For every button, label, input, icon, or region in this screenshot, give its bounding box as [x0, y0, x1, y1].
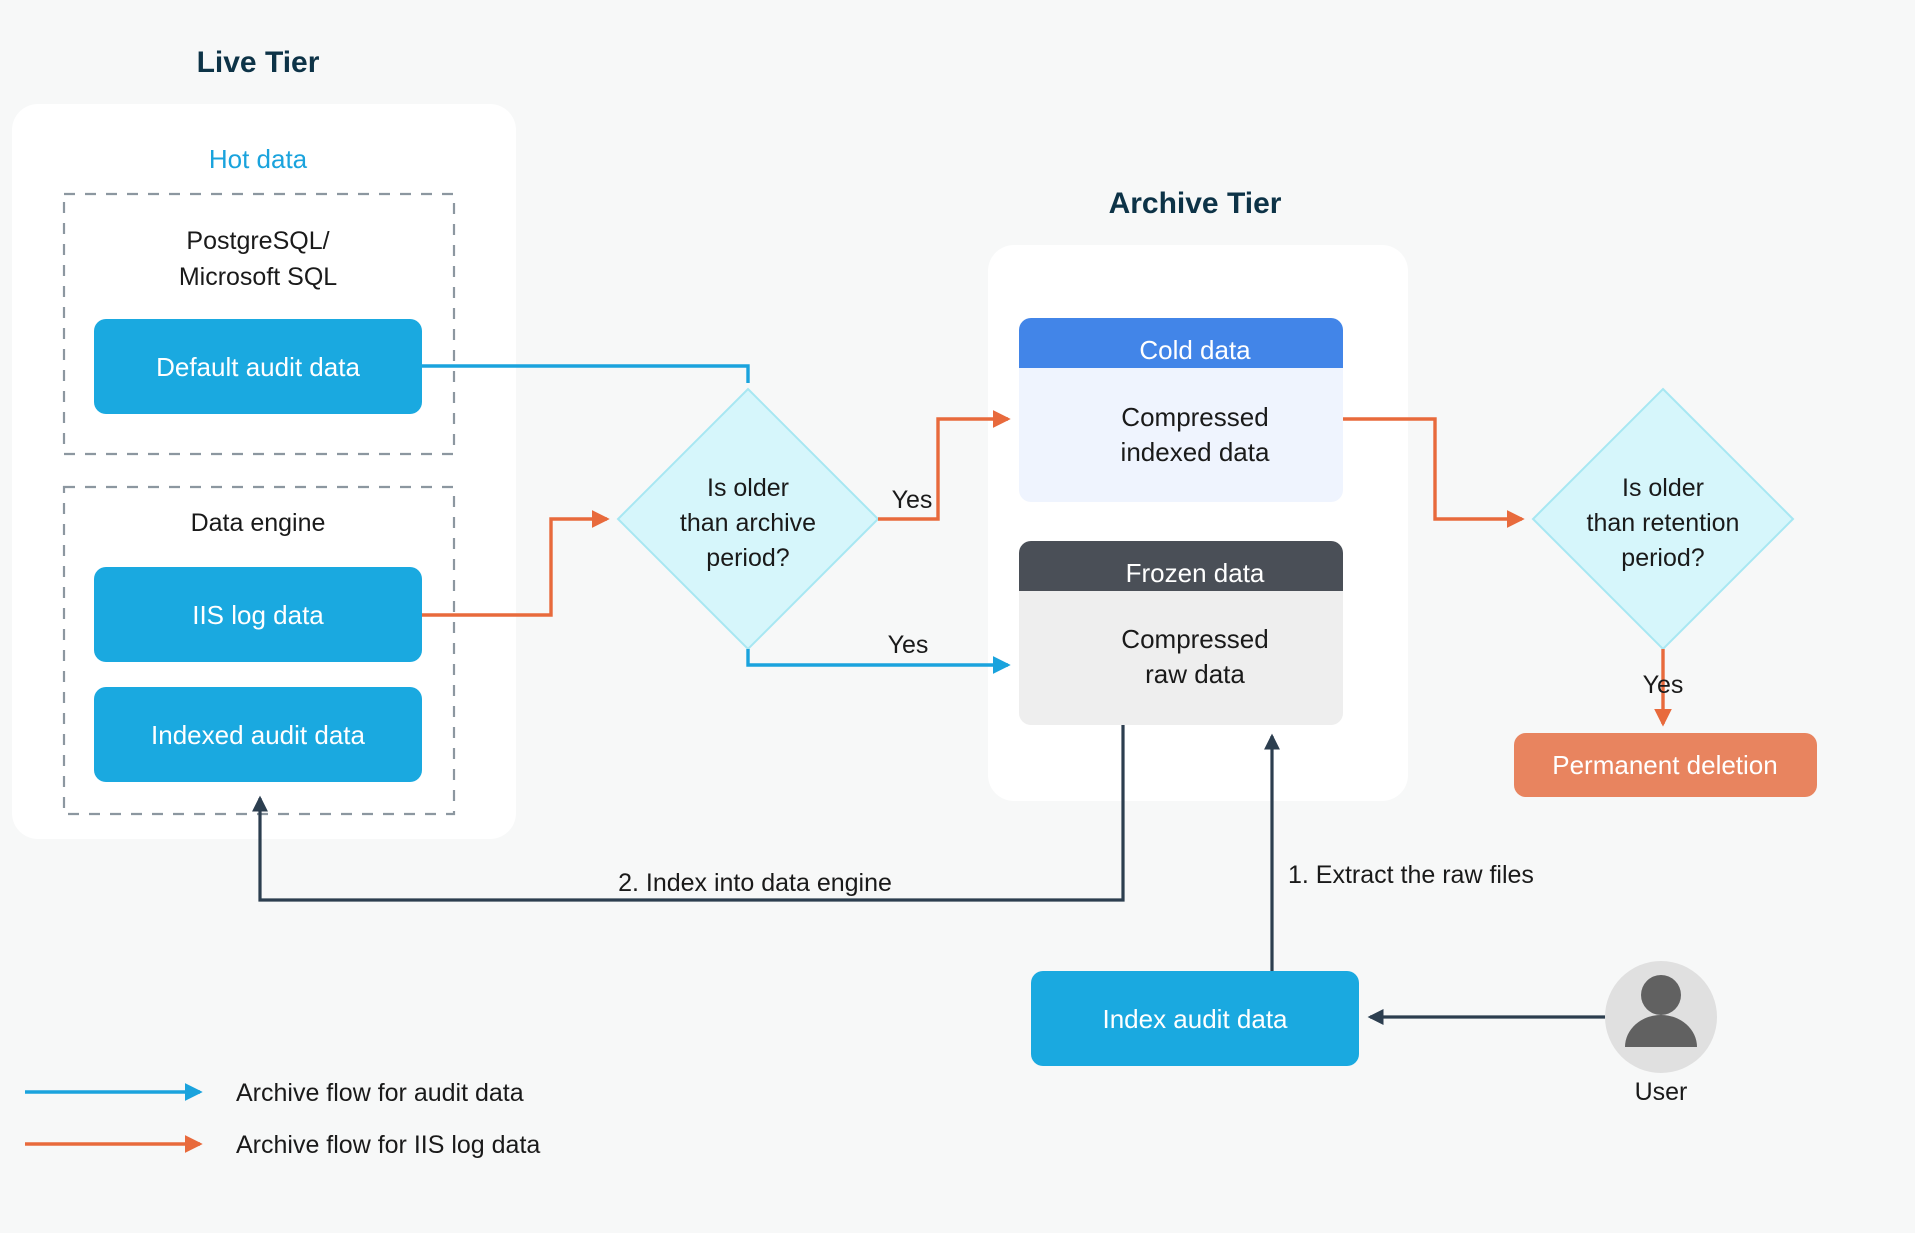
- decision-retention-period-line1: Is older: [1622, 474, 1704, 502]
- postgres-group-label-line2: Microsoft SQL: [179, 263, 337, 291]
- box-cold-data[interactable]: Cold data Compressed indexed data: [1019, 318, 1343, 502]
- legend-label-audit-flow: Archive flow for audit data: [236, 1079, 524, 1107]
- box-cold-data-body-line1: Compressed: [1121, 402, 1268, 432]
- edge-label-yes-to-cold: Yes: [892, 486, 933, 514]
- box-frozen-data-header: Frozen data: [1126, 558, 1265, 588]
- node-indexed-audit-data[interactable]: Indexed audit data: [94, 687, 422, 782]
- node-index-audit-data-label: Index audit data: [1102, 1004, 1288, 1034]
- decision-retention-period-line2: than retention: [1587, 509, 1740, 537]
- decision-retention-period-line3: period?: [1621, 544, 1704, 572]
- postgres-group-label-line1: PostgreSQL/: [186, 227, 329, 255]
- box-cold-data-header: Cold data: [1139, 335, 1251, 365]
- box-cold-data-body-line2: indexed data: [1121, 437, 1270, 467]
- node-iis-log-data[interactable]: IIS log data: [94, 567, 422, 662]
- box-frozen-data-body-line2: raw data: [1145, 659, 1245, 689]
- edge-label-step1: 1. Extract the raw files: [1288, 861, 1534, 889]
- node-default-audit-data[interactable]: Default audit data: [94, 319, 422, 414]
- legend-item-audit-flow: Archive flow for audit data: [25, 1079, 524, 1107]
- edge-cold-to-retention-decision: [1343, 417, 1525, 528]
- edge-label-yes-to-frozen: Yes: [888, 631, 929, 659]
- decision-archive-period-line2: than archive: [680, 509, 816, 537]
- edge-index-into-data-engine: [252, 725, 1125, 902]
- edge-label-step2: 2. Index into data engine: [618, 869, 892, 897]
- legend: Archive flow for audit data Archive flow…: [25, 1079, 540, 1159]
- user-node[interactable]: User: [1605, 961, 1717, 1106]
- box-frozen-data[interactable]: Frozen data Compressed raw data: [1019, 541, 1343, 725]
- hot-data-label: Hot data: [209, 144, 308, 174]
- node-permanent-deletion[interactable]: Permanent deletion: [1514, 733, 1817, 797]
- legend-item-iis-flow: Archive flow for IIS log data: [25, 1131, 540, 1159]
- node-default-audit-data-label: Default audit data: [156, 352, 360, 382]
- decision-archive-period-line3: period?: [706, 544, 789, 572]
- user-avatar-icon: [1625, 975, 1697, 1047]
- edge-iis-to-archive-decision: [422, 510, 610, 617]
- box-frozen-data-body-line1: Compressed: [1121, 624, 1268, 654]
- edge-audit-to-archive-decision: [422, 364, 750, 383]
- edge-archive-decision-to-frozen: [746, 649, 1011, 674]
- node-indexed-audit-data-label: Indexed audit data: [151, 720, 365, 750]
- live-tier-title: Live Tier: [197, 46, 320, 79]
- postgres-group-box: [62, 192, 456, 456]
- decision-archive-period-line1: Is older: [707, 474, 789, 502]
- node-index-audit-data[interactable]: Index audit data: [1031, 971, 1359, 1066]
- node-permanent-deletion-label: Permanent deletion: [1552, 750, 1777, 780]
- edge-archive-decision-to-cold: [878, 410, 1011, 521]
- data-engine-group-label: Data engine: [191, 509, 326, 537]
- decision-retention-period[interactable]: Is older than retention period?: [1531, 387, 1795, 651]
- user-label: User: [1635, 1078, 1688, 1106]
- edge-label-yes-to-deletion: Yes: [1643, 671, 1684, 699]
- archive-tier-title: Archive Tier: [1109, 187, 1282, 220]
- legend-label-iis-flow: Archive flow for IIS log data: [236, 1131, 540, 1159]
- node-iis-log-data-label: IIS log data: [192, 600, 324, 630]
